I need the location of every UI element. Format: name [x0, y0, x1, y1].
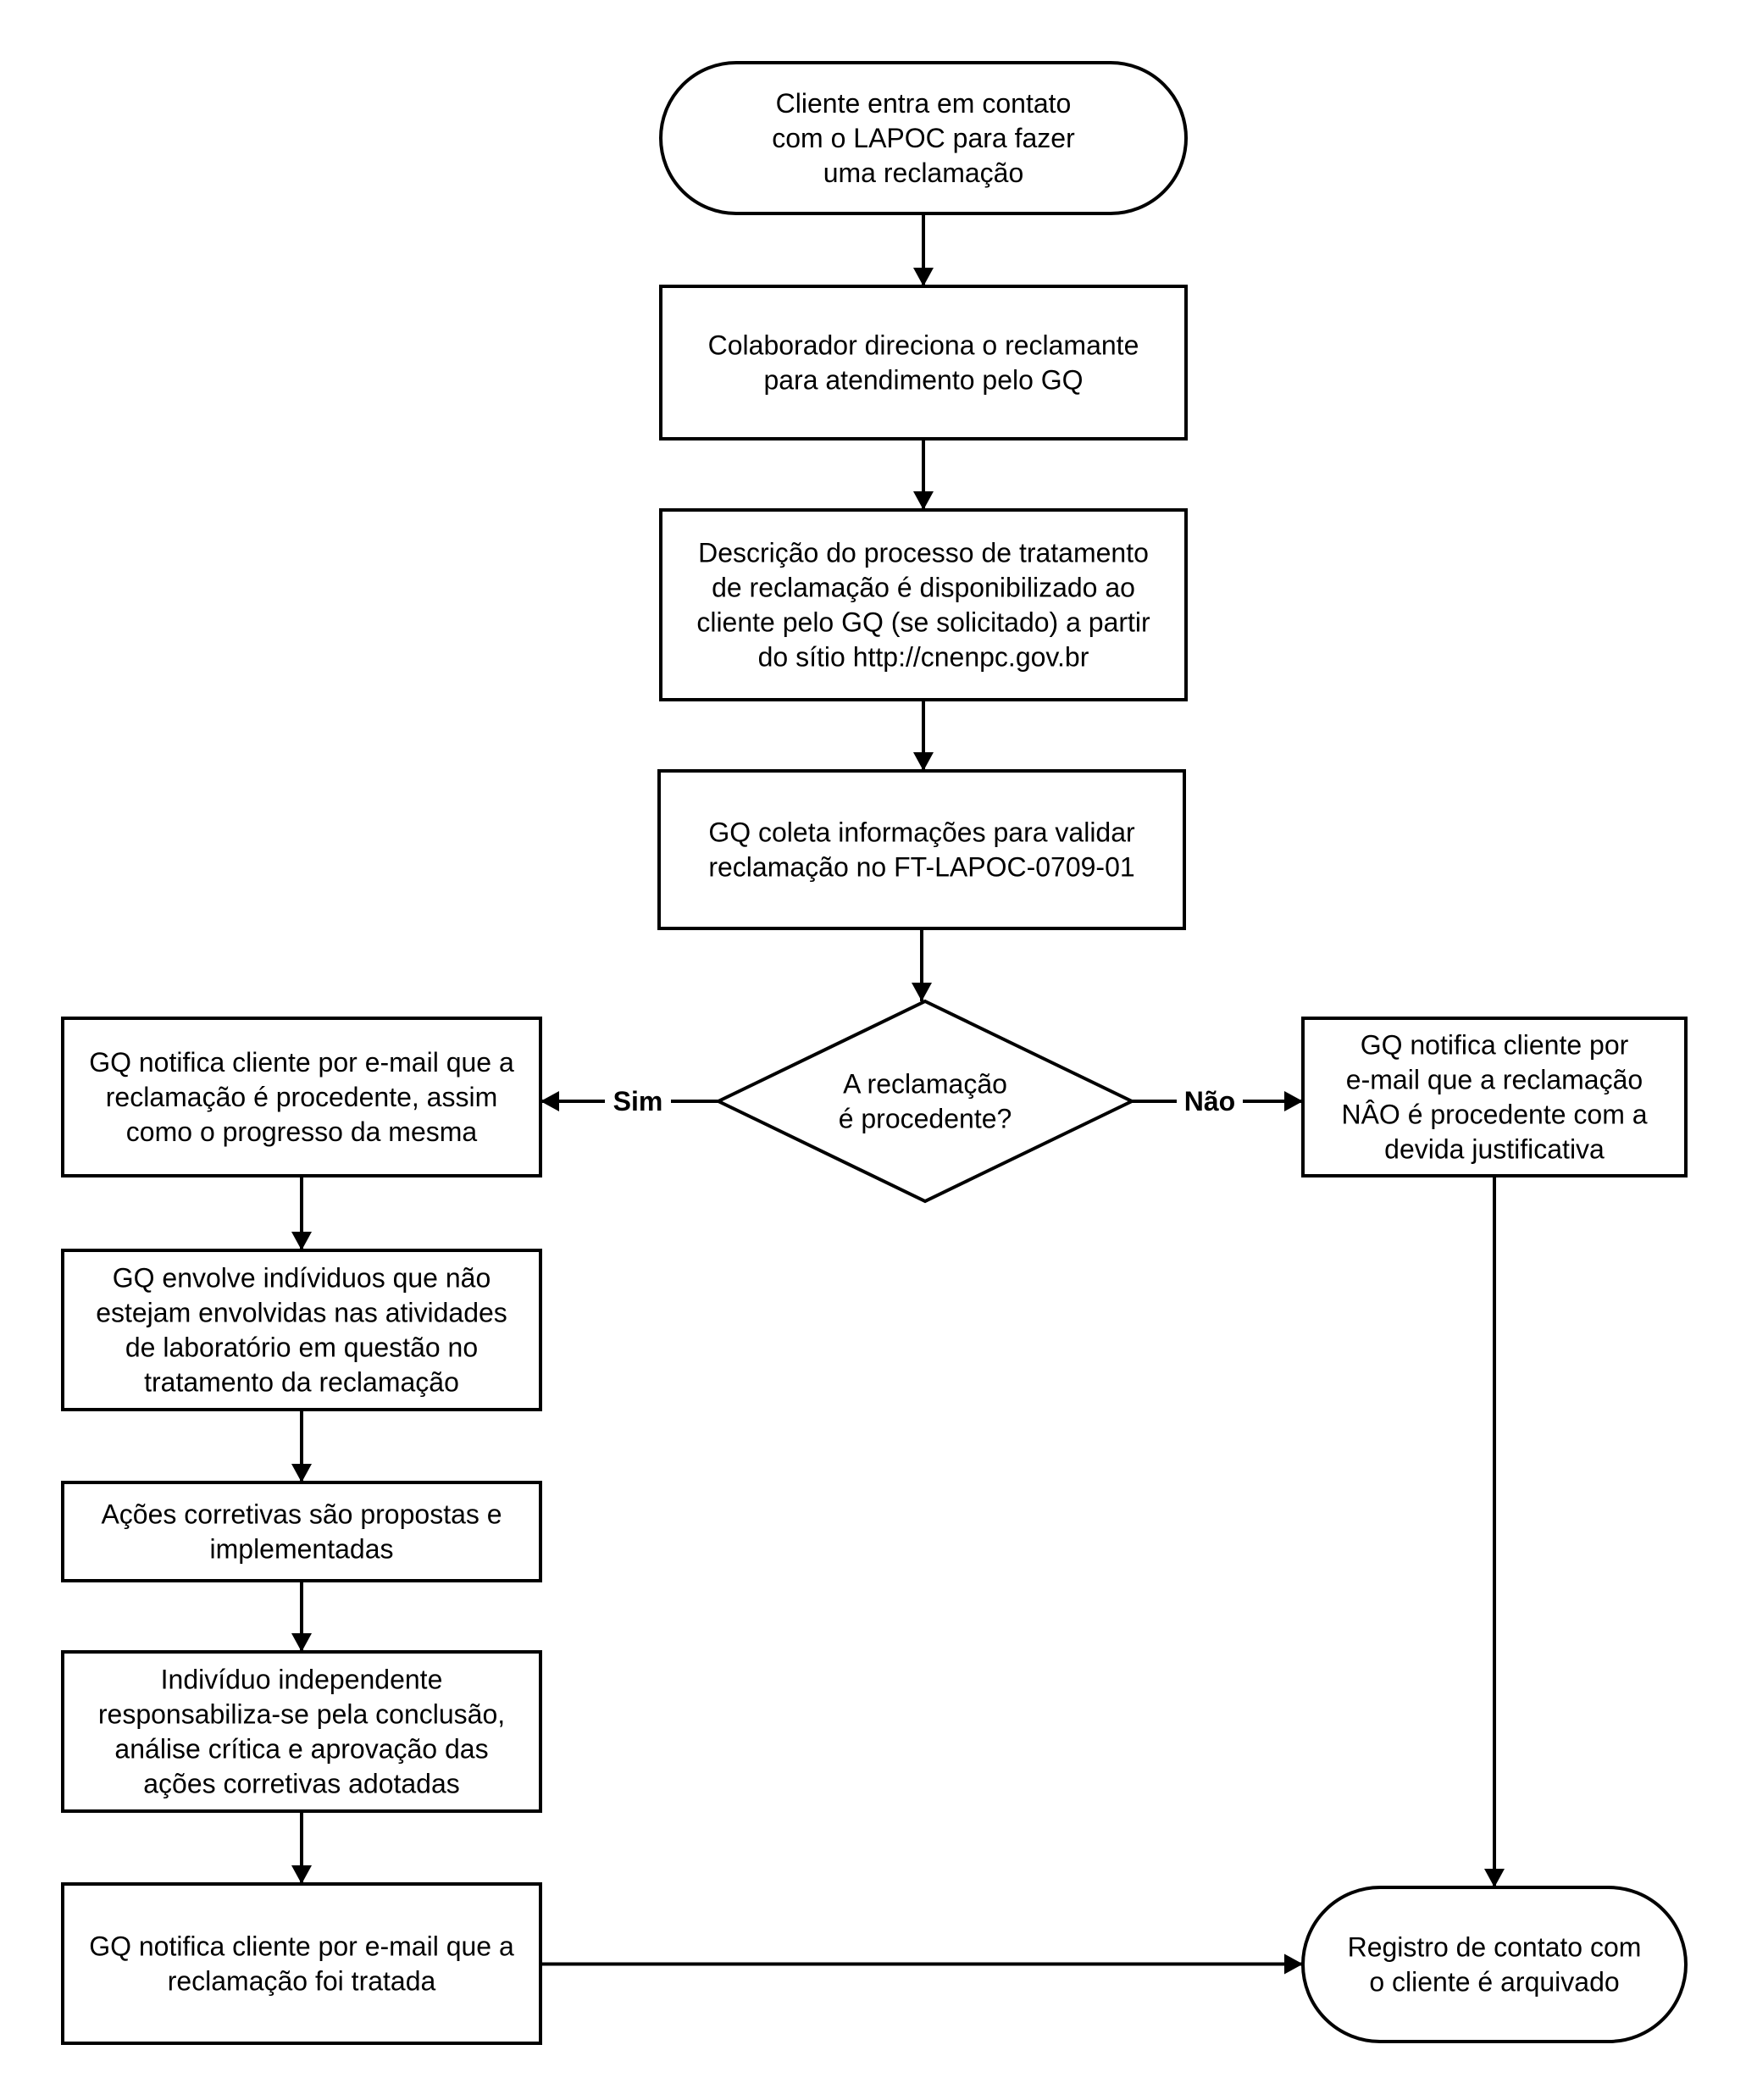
- process-shape: [61, 1882, 542, 2045]
- node-involve: GQ envolve indíviduos que não estejam env…: [61, 1249, 542, 1411]
- edge-label-no: Não: [1184, 1086, 1235, 1116]
- edge-start-to-direct: [913, 213, 934, 286]
- arrowhead: [913, 268, 934, 286]
- edge-label-bg: [605, 1084, 671, 1118]
- node-label-line: uma reclamação: [823, 158, 1024, 188]
- node-label-line: reclamação é procedente, assim: [106, 1082, 497, 1112]
- edge-involve-to-actions: [291, 1410, 312, 1482]
- node-label-line: é procedente?: [839, 1104, 1012, 1134]
- node-notify-yes: GQ notifica cliente por e-mail que a recl…: [61, 1017, 542, 1177]
- node-archive: Registro de contato com o cliente é arqui…: [1301, 1886, 1688, 2043]
- process-shape: [61, 1249, 542, 1411]
- node-label-line: do sítio http://cnenpc.gov.br: [758, 642, 1089, 673]
- edge-direct-to-describe: [913, 439, 934, 510]
- arrowhead: [291, 1232, 312, 1250]
- process-shape: [659, 285, 1188, 441]
- node-label-line: cliente pelo GQ (se solicitado) a partir: [696, 607, 1150, 638]
- terminator-shape: [659, 61, 1188, 215]
- arrowhead: [913, 752, 934, 771]
- node-label-line: reclamação foi tratada: [168, 1966, 436, 1997]
- edges-layer: Sim Não: [291, 213, 1505, 1975]
- arrowhead: [1284, 1091, 1303, 1111]
- node-label-line: com o LAPOC para fazer: [772, 123, 1075, 153]
- process-shape: [657, 769, 1186, 930]
- node-label-line: reclamação no FT-LAPOC-0709-01: [708, 852, 1134, 883]
- node-label-line: para atendimento pelo GQ: [763, 365, 1083, 396]
- decision-shape: [714, 999, 1136, 1204]
- edge-notify-done-to-archive: [540, 1953, 1303, 1975]
- node-label-line: implementadas: [210, 1534, 394, 1565]
- edge-actions-to-independent: [291, 1581, 312, 1652]
- edge-describe-to-collect: [913, 700, 934, 771]
- node-direct: Colaborador direciona o reclamante para a…: [659, 285, 1188, 441]
- arrowhead: [291, 1865, 312, 1884]
- node-label-line: tratamento da reclamação: [144, 1367, 459, 1398]
- node-label-line: Descrição do processo de tratamento: [698, 538, 1149, 568]
- node-label-line: o cliente é arquivado: [1369, 1967, 1619, 1997]
- node-label-line: NÂO é procedente com a: [1341, 1100, 1647, 1130]
- node-label-line: como o progresso da mesma: [126, 1116, 478, 1147]
- process-shape: [1301, 1017, 1688, 1177]
- node-label-line: Registro de contato com: [1348, 1932, 1642, 1963]
- edge-label-bg: [1177, 1084, 1243, 1118]
- node-label-line: A reclamação: [843, 1069, 1007, 1100]
- nodes-layer: Cliente entra em contato com o LAPOC para…: [61, 61, 1688, 2045]
- arrowhead: [291, 1464, 312, 1482]
- node-describe: Descrição do processo de tratamento de re…: [659, 508, 1188, 701]
- node-label-line: estejam envolvidas nas atividades: [96, 1298, 507, 1328]
- node-label-line: GQ envolve indíviduos que não: [113, 1263, 491, 1294]
- node-start: Cliente entra em contato com o LAPOC para…: [659, 61, 1188, 215]
- edge-decision-to-notify-yes: Sim: [540, 1084, 718, 1118]
- node-label-line: análise crítica e aprovação das: [114, 1734, 488, 1765]
- node-label-line: GQ notifica cliente por: [1361, 1030, 1629, 1061]
- process-shape: [61, 1017, 542, 1177]
- process-shape: [61, 1650, 542, 1813]
- edge-independent-to-notify-done: [291, 1811, 312, 1884]
- edge-notify-yes-to-involve: [291, 1176, 312, 1250]
- edge-label-sim: Sim: [613, 1086, 663, 1116]
- node-notify-done: GQ notifica cliente por e-mail que a recl…: [61, 1882, 542, 2045]
- node-notify-no: GQ notifica cliente por e-mail que a recl…: [1301, 1017, 1688, 1177]
- node-label-line: de reclamação é disponibilizado ao: [712, 573, 1135, 603]
- edge-collect-to-decision: [912, 928, 932, 1001]
- arrowhead: [1284, 1953, 1303, 1975]
- node-actions: Ações corretivas são propostas e implemen…: [61, 1481, 542, 1582]
- node-label-line: devida justificativa: [1384, 1134, 1605, 1165]
- node-independent: Indivíduo independente responsabiliza-se …: [61, 1650, 542, 1813]
- node-decision: A reclamação é procedente?: [714, 999, 1136, 1204]
- node-label-line: GQ coleta informações para validar: [708, 817, 1135, 848]
- node-label-line: e-mail que a reclamação: [1346, 1065, 1643, 1095]
- process-shape: [659, 508, 1188, 701]
- edge-decision-to-notify-no: Não: [1132, 1084, 1303, 1118]
- terminator-shape: [1301, 1886, 1688, 2043]
- node-label-line: Colaborador direciona o reclamante: [708, 330, 1139, 361]
- arrowhead: [912, 983, 932, 1001]
- arrowhead: [1484, 1869, 1505, 1887]
- node-label-line: GQ notifica cliente por e-mail que a: [89, 1931, 514, 1962]
- arrowhead: [913, 491, 934, 510]
- node-label-line: GQ notifica cliente por e-mail que a: [89, 1047, 514, 1078]
- edge-notify-no-to-archive: [1484, 1176, 1505, 1887]
- arrowhead: [540, 1091, 559, 1111]
- node-label-line: Cliente entra em contato: [776, 88, 1072, 119]
- node-label-line: Ações corretivas são propostas e: [101, 1499, 502, 1530]
- arrowhead: [291, 1633, 312, 1652]
- process-shape: [61, 1481, 542, 1582]
- node-label-line: Indivíduo independente: [161, 1665, 443, 1695]
- node-label-line: ações corretivas adotadas: [143, 1769, 460, 1799]
- node-label-line: responsabiliza-se pela conclusão,: [98, 1699, 505, 1730]
- node-label-line: de laboratório em questão no: [125, 1333, 478, 1363]
- node-collect: GQ coleta informações para validar reclam…: [657, 769, 1186, 930]
